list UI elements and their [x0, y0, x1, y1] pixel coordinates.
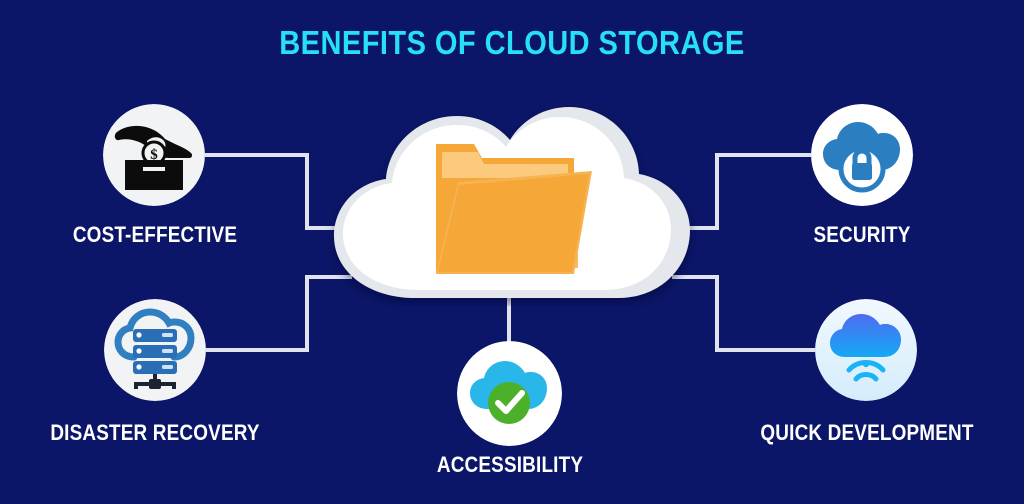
quick-development-badge[interactable]: [815, 299, 917, 401]
network-connector: [134, 374, 176, 389]
cloud-outline: [114, 308, 195, 361]
hand-dropping-coin-into-box-icon: $: [103, 104, 205, 206]
disaster-recovery-badge[interactable]: [104, 299, 206, 401]
central-cloud-storage-icon: [334, 107, 690, 298]
donation-box: [125, 160, 183, 190]
cloud-server-rack-icon: [104, 299, 206, 401]
node-label-quick-development: QUICK DEVELOPMENT: [760, 420, 974, 445]
folder-icon: [436, 144, 592, 274]
node-label-security: SECURITY: [813, 222, 911, 247]
lock-shackle: [852, 148, 872, 164]
svg-text:$: $: [150, 147, 158, 163]
node-label-disaster-recovery: DISASTER RECOVERY: [50, 420, 260, 445]
cost-effective-badge[interactable]: $: [103, 104, 205, 206]
server-racks: [133, 329, 177, 374]
check-mark: [495, 390, 525, 414]
cloud-wifi-signal-icon: [815, 299, 917, 401]
wifi-dot: [862, 360, 870, 368]
lock-body: [852, 163, 872, 180]
accessibility-badge[interactable]: [457, 341, 562, 446]
cloud-green-checkmark-icon: [457, 341, 562, 446]
connector-cost: [205, 153, 352, 230]
connector-security: [672, 153, 811, 230]
cloud-shape: [830, 314, 901, 357]
page-title: BENEFITS OF CLOUD STORAGE: [279, 24, 745, 61]
cloud-padlock-icon: [811, 104, 913, 206]
connector-disaster: [206, 275, 352, 352]
node-label-cost-effective: COST-EFFECTIVE: [72, 222, 238, 247]
check-circle: [488, 382, 530, 424]
connector-quick: [672, 275, 815, 352]
node-label-accessibility: ACCESSIBILITY: [436, 452, 584, 477]
security-badge[interactable]: [811, 104, 913, 206]
